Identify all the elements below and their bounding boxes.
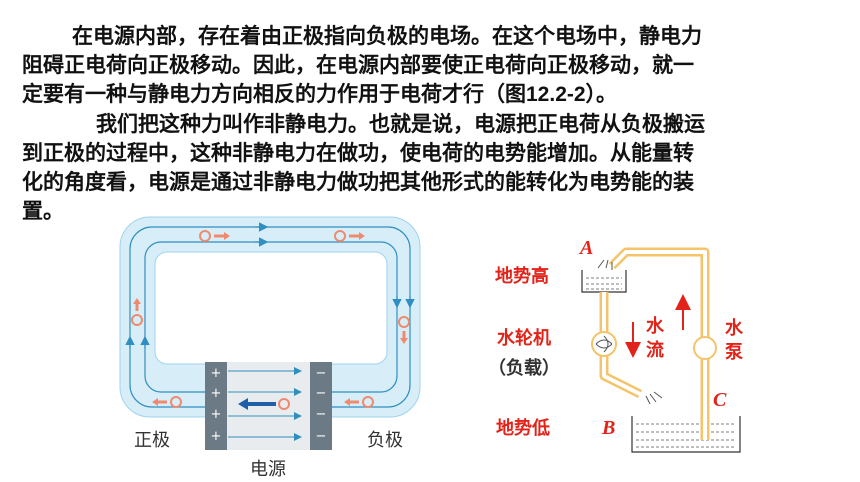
pipe-drop-inner [602,292,641,396]
positive-electrode [205,362,227,450]
paragraph-1-line-3: 定要有一种与静电力方向相反的力作用于电荷才行（图12.2-2）。 [0,80,860,109]
paragraph-1-line-3-text: 定要有一种与静电力方向相反的力作用于电荷才行（图 [22,82,526,106]
charge-left [131,298,143,326]
plus-sign: + [211,386,222,401]
charge-top-left [199,230,230,242]
lower-tank [631,416,741,453]
minus-sign: − [316,386,327,401]
pump-char-1: 水 [725,317,744,339]
paragraph-1-line-3-end: ）。 [585,82,618,106]
plus-sign: + [211,429,222,444]
plus-sign: + [211,407,222,422]
water-flow-char-2: 流 [646,339,664,361]
charge-top-right [334,230,365,242]
pump-wheel [693,336,717,360]
minus-sign: − [316,429,327,444]
high-ground-label: 地势高 [495,265,549,287]
paragraph-2-line-2: 到正极的过程中，这种非静电力在做功，使电荷的电势能增加。从能量转 [22,141,694,165]
paragraph-1-line-2: 阻碍正电荷向正极移动。因此，在电源内部要使正电荷向正极移动，就一 [22,53,694,77]
charge-right [398,316,410,344]
turbine-label: 水轮机 [497,327,551,349]
source-label: 电源 [250,459,286,480]
plus-sign: + [211,366,222,381]
conductor-inner [154,251,388,365]
figure-reference: 12.2-2 [526,83,586,106]
negative-pole-label: 负极 [367,430,403,451]
load-label: （负载） [488,357,560,379]
lower-tank-water [636,423,736,448]
turbine-blades [595,335,613,353]
point-b-label: B [601,417,615,439]
paragraph-1-line-1: 在电源内部，存在着由正极指向负极的电场。在这个电场中，静电力 [72,24,702,48]
minus-sign: − [316,366,327,381]
charge-bottom-left [152,396,182,408]
circuit-diagram: + + + + − − − − 正极 负极 电源 [119,216,421,480]
minus-sign: − [316,407,327,422]
paragraph-2-line-1: 我们把这种力叫作非静电力。也就是说，电源把正电荷从负极搬运 [96,112,705,136]
pump-char-2: 泵 [725,342,743,363]
spray-top [597,259,613,270]
paragraph-2-line-4: 置。 [22,199,64,223]
positive-pole-label: 正极 [134,430,170,451]
paragraph-1: 在电源内部，存在着由正极指向负极的电场。在这个电场中，静电力 阻碍正电荷向正极移… [0,22,860,109]
water-flow-char-1: 水 [646,315,665,337]
paragraph-2: 我们把这种力叫作非静电力。也就是说，电源把正电荷从负极搬运 到正极的过程中，这种… [0,110,860,226]
negative-electrode [310,362,332,450]
water-analogy-diagram: A B C 地势高 水轮机 （负载） 地势低 水 流 水 泵 [488,237,744,453]
upper-tank-water [586,277,622,290]
charge-bottom-right [344,396,374,408]
turbine-wheel [591,331,617,357]
point-a-label: A [578,237,593,259]
non-electrostatic-force-arrow [238,398,290,410]
point-c-label: C [713,389,727,411]
spray-bottom [645,391,663,405]
paragraph-2-line-3: 化的角度看，电源是通过非静电力做功把其他形式的能转化为电势能的装 [22,170,694,194]
low-ground-label: 地势低 [496,417,550,439]
